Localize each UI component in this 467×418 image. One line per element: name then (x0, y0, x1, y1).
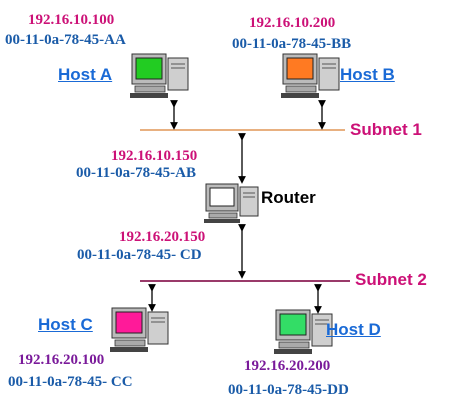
host-c-label: Host C (38, 315, 93, 334)
router-computer-icon (204, 183, 259, 223)
host-d-mac: 00-11-0a-78-45-DD (228, 382, 349, 398)
host-a-label: Host A (58, 65, 113, 84)
router-label: Router (261, 188, 316, 207)
subnet-2-label: Subnet 2 (355, 270, 427, 289)
host-b-mac: 00-11-0a-78-45-BB (232, 36, 352, 52)
host-d-ip: 192.16.20.200 (244, 358, 331, 374)
subnet-1-label: Subnet 1 (350, 120, 422, 139)
host-b-ip: 192.16.10.200 (249, 15, 336, 31)
host-d-label: Host D (326, 320, 381, 339)
router-subnet1-mac: 00-11-0a-78-45-AB (76, 165, 196, 181)
host-c-mac: 00-11-0a-78-45- CC (8, 374, 133, 390)
host-a-mac: 00-11-0a-78-45-AA (5, 32, 126, 48)
router-subnet1-ip: 192.16.10.150 (111, 148, 198, 164)
host-a-ip: 192.16.10.100 (28, 12, 115, 28)
router-subnet2-ip: 192.16.20.150 (119, 229, 206, 245)
host-c-computer-icon (110, 307, 169, 352)
host-b-computer-icon (281, 53, 340, 98)
host-d-computer-icon (274, 309, 333, 354)
host-b-label: Host B (340, 65, 395, 84)
host-c-ip: 192.16.20.100 (18, 352, 105, 368)
router-subnet2-mac: 00-11-0a-78-45- CD (77, 247, 202, 263)
host-a-computer-icon (130, 53, 189, 98)
